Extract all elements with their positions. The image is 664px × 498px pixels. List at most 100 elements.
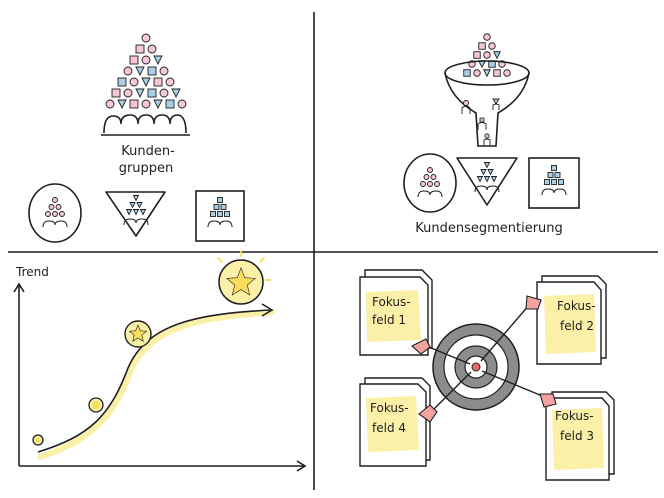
mini-crowd (474, 185, 500, 193)
person-glyph (165, 77, 175, 87)
person-glyph (159, 88, 169, 98)
person-glyph (427, 181, 433, 187)
person-glyph (213, 204, 220, 210)
person-glyph (129, 99, 139, 109)
mini-crowd (541, 188, 567, 196)
person-glyph (488, 42, 496, 50)
trend-dot-medium (88, 397, 104, 413)
person-glyph (493, 51, 501, 60)
customer-groups-label-line2: gruppen (119, 161, 174, 176)
funnel-top-pyramid (463, 33, 511, 78)
focus-note-2: Fokus- feld 2 (536, 275, 607, 365)
person-glyph (135, 88, 145, 99)
focus-note-3-line1: Fokus- (555, 409, 594, 423)
star-icon (225, 267, 257, 296)
person-glyph (551, 179, 557, 185)
person-glyph (132, 209, 140, 216)
person-glyph (123, 88, 133, 98)
quadrant-focus-fields: Fokus- feld 1 Fokus- feld 2 Fokus- feld … (359, 269, 615, 481)
focus-note-2-line2: feld 2 (560, 319, 594, 333)
person-glyph (490, 176, 498, 183)
segment-square (528, 157, 580, 209)
people-pyramid (105, 33, 187, 110)
square-group-frame (195, 190, 245, 242)
person-glyph (135, 66, 145, 77)
arrow-from-note-3 (481, 370, 557, 408)
person-glyph (141, 77, 151, 88)
person-glyph (483, 162, 491, 169)
person-glyph (551, 165, 557, 171)
person-glyph (117, 99, 127, 110)
person-glyph (147, 88, 157, 98)
person-glyph (210, 211, 216, 217)
person-glyph (427, 167, 433, 173)
person-glyph (45, 211, 51, 217)
arrow-from-note-1 (411, 338, 471, 365)
person-glyph (153, 77, 163, 87)
person-glyph (558, 179, 564, 185)
person-glyph (48, 204, 55, 210)
circle-group-frame (28, 183, 82, 243)
person-glyph (487, 169, 494, 176)
quadrant-customer-segmentation: Kundensegmentierung (403, 33, 580, 236)
person-glyph (59, 211, 65, 217)
person-glyph (129, 77, 139, 87)
person-glyph (125, 209, 133, 216)
focus-note-3: Fokus- feld 3 (545, 391, 615, 481)
person-glyph (129, 202, 136, 209)
person-glyph (473, 69, 481, 77)
focus-note-1-line2: feld 1 (372, 313, 406, 327)
person-glyph (139, 209, 147, 216)
person-glyph (153, 55, 163, 66)
person-glyph (171, 88, 181, 99)
quadrant-customer-groups: Kunden- gruppen (28, 33, 245, 243)
focus-note-1-line1: Fokus- (372, 295, 411, 309)
person-glyph (132, 195, 140, 202)
person-glyph (483, 33, 491, 41)
crowd-outline (103, 114, 187, 134)
trend-curve-arrowhead (261, 303, 274, 317)
person-glyph (483, 176, 491, 183)
person-glyph (434, 181, 440, 187)
person-glyph (52, 211, 58, 217)
person-glyph (503, 69, 511, 77)
person-glyph (141, 33, 151, 43)
focus-note-4-line2: feld 4 (372, 421, 406, 435)
focus-note-4-line1: Fokus- (370, 401, 409, 415)
person-glyph (153, 99, 163, 110)
person-glyph (220, 204, 227, 210)
person-glyph (147, 66, 157, 76)
person-glyph (111, 88, 121, 98)
person-glyph (483, 51, 491, 59)
arrow-from-note-4 (418, 371, 472, 423)
trend-x-arrowhead (296, 460, 307, 472)
person-glyph (483, 69, 491, 78)
focus-note-2-line1: Fokus- (557, 299, 596, 313)
person-glyph (547, 172, 554, 178)
person-glyph (478, 42, 486, 50)
arrow-from-note-2 (480, 295, 542, 362)
focus-note-3-line2: feld 3 (560, 429, 594, 443)
person-glyph (480, 169, 487, 176)
focus-note-4: Fokus- feld 4 (359, 377, 431, 467)
person-glyph (147, 44, 157, 54)
person-glyph (423, 174, 430, 180)
mini-crowd (123, 218, 149, 226)
person-glyph (55, 204, 62, 210)
quadrant-trend: Trend (13, 250, 307, 472)
person-glyph (141, 55, 151, 65)
segment-circle (403, 153, 457, 213)
person-glyph (159, 66, 169, 76)
person-glyph (136, 202, 143, 209)
person-glyph (135, 44, 145, 54)
person-glyph (177, 99, 187, 109)
person-glyph (52, 197, 58, 203)
person-glyph (129, 55, 139, 65)
trend-y-arrowhead (13, 282, 25, 293)
triangle-group-frame (105, 191, 166, 237)
person-glyph (123, 66, 133, 76)
person-glyph (544, 179, 550, 185)
person-glyph (217, 211, 223, 217)
person-glyph (141, 99, 151, 109)
trend-curve-highlight (37, 309, 275, 460)
